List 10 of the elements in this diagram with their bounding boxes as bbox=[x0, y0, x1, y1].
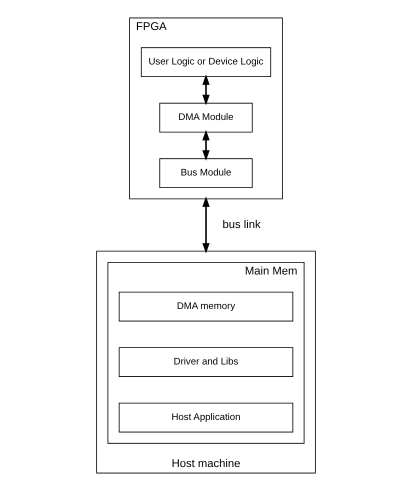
node-box: Host Application bbox=[118, 402, 293, 432]
node-box: Driver and Libs bbox=[118, 347, 293, 377]
node-box: Bus Module bbox=[158, 158, 252, 188]
node-box: User Logic or Device Logic bbox=[140, 47, 271, 78]
arrow bbox=[202, 74, 210, 106]
node-box: DMA memory bbox=[118, 292, 293, 322]
edge-label: bus link bbox=[222, 218, 260, 231]
arrow bbox=[202, 130, 210, 161]
arrow bbox=[202, 196, 210, 254]
node-box: DMA Module bbox=[158, 102, 252, 133]
